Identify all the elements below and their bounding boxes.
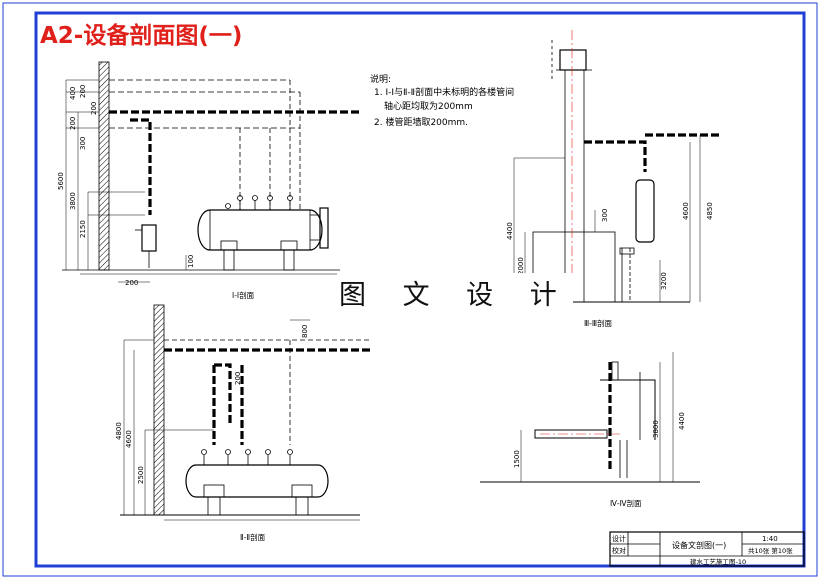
inner-frame: [34, 11, 806, 568]
dim-4400-s4: 4400: [678, 412, 686, 430]
dim-4850: 4850: [706, 202, 714, 220]
title-block: [609, 531, 805, 567]
notes-line-2: 轴心距均取为200mm: [384, 100, 473, 112]
watermark-text: 图 文 设 计: [337, 273, 573, 312]
drawing-number: 建水工艺施工图-10: [690, 557, 746, 566]
notes: 说明: 1. Ⅰ-Ⅰ与Ⅱ-Ⅱ剖面中未标明的各楼管间 轴心距均取为200mm 2.…: [370, 73, 514, 128]
section-3-drawing: [500, 30, 720, 310]
section-2-label: Ⅱ-Ⅱ剖面: [240, 532, 266, 542]
dim-200a: 200: [79, 85, 87, 98]
drawing-name: 设备文剖图(一): [672, 540, 726, 550]
title-block-row1: 设计: [612, 534, 626, 543]
dim-100: 100: [187, 255, 195, 268]
notes-line-1: 1. Ⅰ-Ⅰ与Ⅱ-Ⅱ剖面中未标明的各楼管间: [374, 86, 514, 98]
section-3-dimension-labels: 4400 2000 4600 4850 3200 300: [506, 202, 714, 290]
dim-300: 300: [79, 137, 87, 150]
dim-2500: 2500: [137, 466, 145, 484]
section-2-dimension-labels: 4800 4600 2500 200 800: [115, 325, 309, 484]
section-1-drawing: [62, 61, 360, 283]
dim-800: 800: [301, 325, 309, 338]
notes-heading: 说明:: [370, 73, 391, 85]
title-block-row2: 校对: [612, 546, 626, 555]
dim-200c: 200: [90, 102, 98, 115]
dim-5600: 5600: [57, 172, 65, 190]
section-2-drawing: [120, 304, 370, 521]
dim-1500: 1500: [513, 450, 521, 468]
dim-4600-s2: 4600: [125, 430, 133, 448]
dim-3200: 3200: [660, 272, 668, 290]
dim-2000: 2000: [517, 257, 525, 275]
section-1-dimension-labels: 5600 3800 2150 400 200 200 300 200 200 1…: [57, 85, 195, 287]
drawing-title: A2-设备剖面图(一): [40, 23, 243, 49]
dim-2150: 2150: [79, 220, 87, 238]
section-4-label: Ⅳ-Ⅳ剖面: [610, 498, 642, 508]
dim-4600: 4600: [682, 202, 690, 220]
section-4-dimension-labels: 1500 3800 4400: [513, 412, 686, 468]
dim-3800: 3800: [69, 192, 77, 210]
dim-200b: 200: [69, 117, 77, 130]
dim-3800-s4: 3800: [652, 420, 660, 438]
dim-300-s3: 300: [601, 209, 609, 222]
dim-4800: 4800: [115, 422, 123, 440]
sheet-info: 共10张 第10张: [748, 546, 793, 555]
dim-200h: 200: [125, 279, 138, 287]
section-4-drawing: [480, 352, 700, 483]
dim-4400: 4400: [506, 222, 514, 240]
section-3-label: Ⅲ-Ⅲ剖面: [584, 318, 613, 328]
notes-line-3: 2. 楼管距墙取200mm.: [374, 116, 468, 128]
dim-200-s2: 200: [234, 372, 242, 385]
section-1-label: Ⅰ-Ⅰ剖面: [232, 290, 255, 300]
dim-400: 400: [69, 87, 77, 100]
drawing-scale: 1:40: [762, 535, 778, 543]
